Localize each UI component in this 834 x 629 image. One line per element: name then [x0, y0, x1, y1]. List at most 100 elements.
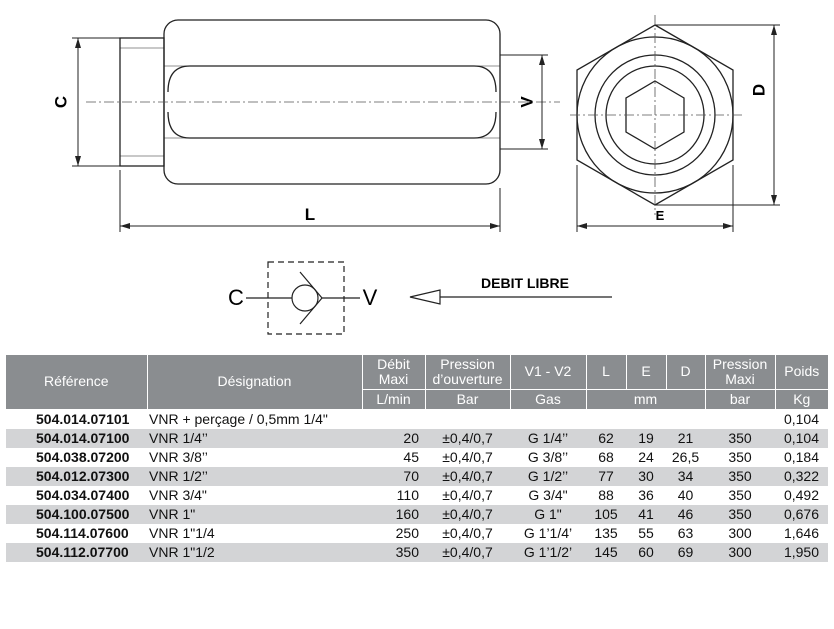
cell-e: 60: [626, 542, 666, 562]
cell-debit: 350: [362, 542, 425, 562]
cell-e: 36: [626, 485, 666, 505]
cell-d: 34: [666, 466, 705, 486]
cell-d: 40: [666, 485, 705, 505]
cell-l: [586, 409, 626, 429]
cell-reference: 504.112.07700: [6, 542, 147, 562]
flow-label: DEBIT LIBRE: [481, 275, 569, 291]
cell-reference: 504.014.07100: [6, 428, 147, 448]
table-row: 504.034.07400 VNR 3/4" 110 ±0,4/0,7 G 3/…: [6, 485, 828, 505]
cell-pression: ±0,4/0,7: [425, 542, 510, 562]
cell-debit: [362, 409, 425, 429]
header-v1v2: V1 - V2: [510, 355, 587, 390]
cell-poids: 0,184: [775, 447, 828, 467]
port-v-label: V: [363, 285, 378, 310]
cell-e: 55: [626, 523, 666, 543]
cell-gas: G 1": [510, 504, 586, 524]
cell-debit: 45: [362, 447, 425, 467]
cell-poids: 1,646: [775, 523, 828, 543]
cell-pression: ±0,4/0,7: [425, 523, 510, 543]
cell-poids: 0,104: [775, 428, 828, 448]
dim-l-label: L: [305, 205, 315, 224]
cell-gas: G 3/8’’: [510, 447, 586, 467]
cell-pression-maxi: 350: [705, 485, 775, 505]
header-poids: Poids: [775, 355, 828, 390]
cell-e: [626, 409, 666, 429]
cell-pression: ±0,4/0,7: [425, 428, 510, 448]
cell-l: 145: [586, 542, 626, 562]
header-designation: Désignation: [147, 355, 363, 410]
dim-c-label: C: [51, 96, 70, 108]
cell-designation: VNR + perçage / 0,5mm 1/4": [147, 409, 362, 429]
cell-gas: G 1’1/4’: [510, 523, 586, 543]
cell-reference: 504.014.07101: [6, 409, 147, 429]
unit-pression: Bar: [425, 389, 511, 410]
header-e: E: [626, 355, 667, 390]
cell-pression-maxi: 300: [705, 542, 775, 562]
cell-poids: 1,950: [775, 542, 828, 562]
cell-pression: ±0,4/0,7: [425, 504, 510, 524]
cell-gas: G 1/2’’: [510, 466, 586, 486]
cell-e: 24: [626, 447, 666, 467]
cell-d: 63: [666, 523, 705, 543]
cell-gas: G 1’1/2’: [510, 542, 586, 562]
cell-poids: 0,104: [775, 409, 828, 429]
cell-pression-maxi: 350: [705, 466, 775, 486]
cell-pression-maxi: [705, 409, 775, 429]
cell-debit: 110: [362, 485, 425, 505]
flow-arrow: [409, 289, 612, 305]
cell-poids: 0,492: [775, 485, 828, 505]
table-row: 504.014.07101 VNR + perçage / 0,5mm 1/4"…: [6, 409, 828, 429]
unit-v1v2: Gas: [510, 389, 587, 410]
dim-d-label: D: [749, 84, 768, 96]
cell-debit: 250: [362, 523, 425, 543]
cell-d: 26,5: [666, 447, 705, 467]
cell-d: 46: [666, 504, 705, 524]
cell-l: 88: [586, 485, 626, 505]
unit-dims: mm: [586, 389, 706, 410]
cell-pression-maxi: 350: [705, 428, 775, 448]
cell-l: 77: [586, 466, 626, 486]
cell-poids: 0,322: [775, 466, 828, 486]
cell-debit: 70: [362, 466, 425, 486]
cell-e: 19: [626, 428, 666, 448]
cell-reference: 504.012.07300: [6, 466, 147, 486]
cell-pression-maxi: 350: [705, 504, 775, 524]
unit-pression-maxi: bar: [705, 389, 776, 410]
cell-designation: VNR 3/4": [147, 485, 362, 505]
technical-drawing: C V L D E C V DEBIT LIBRE: [51, 15, 780, 335]
cell-d: 69: [666, 542, 705, 562]
cell-designation: VNR 1"1/2: [147, 542, 362, 562]
cell-d: [666, 409, 705, 429]
cell-reference: 504.038.07200: [6, 447, 147, 467]
cell-pression: ±0,4/0,7: [425, 485, 510, 505]
cell-gas: [510, 409, 586, 429]
port-c-label: C: [228, 285, 244, 310]
table-row: 504.014.07100 VNR 1/4’’ 20 ±0,4/0,7 G 1/…: [6, 428, 828, 448]
table-row: 504.100.07500 VNR 1" 160 ±0,4/0,7 G 1" 1…: [6, 504, 828, 524]
cell-reference: 504.114.07600: [6, 523, 147, 543]
dim-v-label: V: [517, 96, 536, 108]
cell-debit: 20: [362, 428, 425, 448]
cell-poids: 0,676: [775, 504, 828, 524]
cell-pression-maxi: 300: [705, 523, 775, 543]
cell-l: 135: [586, 523, 626, 543]
cell-pression: [425, 409, 510, 429]
header-reference: Référence: [6, 355, 148, 410]
cell-designation: VNR 3/8’’: [147, 447, 362, 467]
cell-designation: VNR 1"1/4: [147, 523, 362, 543]
valve-ball-symbol: [291, 284, 319, 312]
header-l: L: [586, 355, 627, 390]
cell-designation: VNR 1": [147, 504, 362, 524]
cell-gas: G 3/4": [510, 485, 586, 505]
cell-pression: ±0,4/0,7: [425, 466, 510, 486]
cell-l: 62: [586, 428, 626, 448]
table-row: 504.112.07700 VNR 1"1/2 350 ±0,4/0,7 G 1…: [6, 542, 828, 562]
table-row: 504.114.07600 VNR 1"1/4 250 ±0,4/0,7 G 1…: [6, 523, 828, 543]
unit-poids: Kg: [775, 389, 828, 410]
unit-debit: L/min: [362, 389, 426, 410]
cell-d: 21: [666, 428, 705, 448]
cell-l: 68: [586, 447, 626, 467]
